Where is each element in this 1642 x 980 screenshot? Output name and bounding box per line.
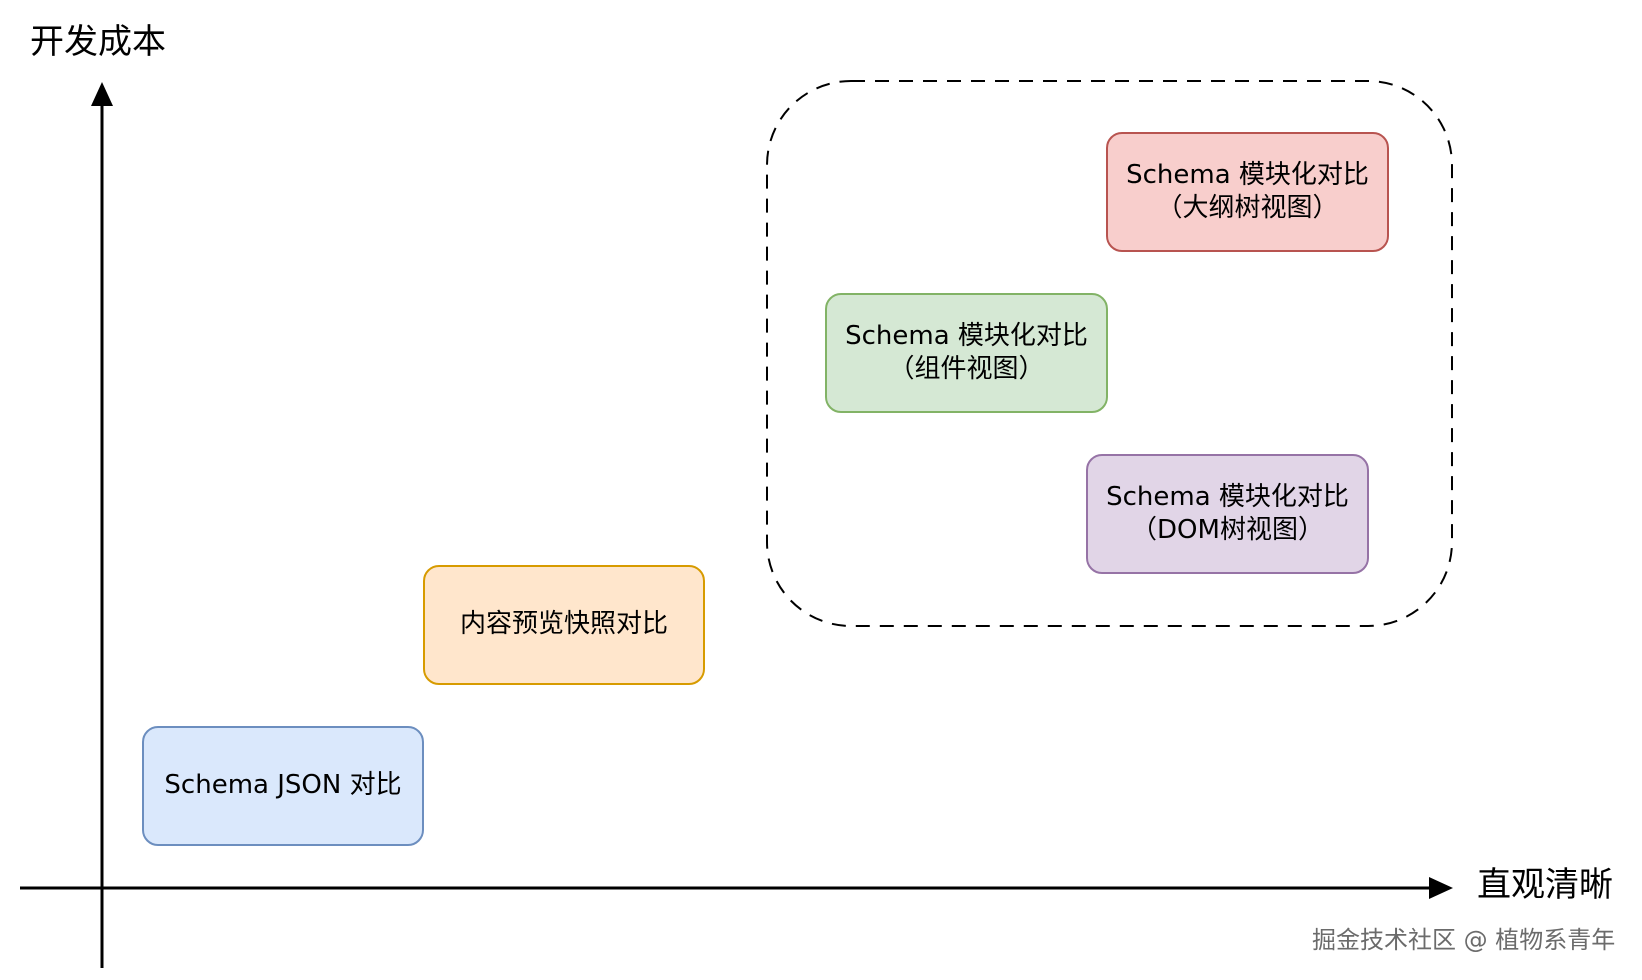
- node-label: Schema 模块化对比: [845, 320, 1088, 351]
- x-axis-arrowhead: [1429, 877, 1453, 899]
- y-axis-arrowhead: [91, 82, 113, 106]
- modular-group-container: [766, 80, 1453, 627]
- node-label: 内容预览快照对比: [459, 609, 668, 640]
- watermark-text: 掘金技术社区 @ 植物系青年: [1312, 926, 1616, 954]
- node-sublabel: （DOM树视图）: [1131, 515, 1324, 545]
- node-sublabel: （组件视图）: [888, 354, 1045, 384]
- y-axis-label: 开发成本: [30, 22, 166, 62]
- x-axis-label: 直观清晰: [1477, 865, 1613, 905]
- node-dom-tree-view-compare: Schema 模块化对比 （DOM树视图）: [1086, 454, 1369, 574]
- node-outline-tree-view-compare: Schema 模块化对比 （大纲树视图）: [1106, 132, 1389, 252]
- node-label: Schema JSON 对比: [164, 770, 402, 801]
- node-label: Schema 模块化对比: [1106, 481, 1349, 512]
- node-component-view-compare: Schema 模块化对比 （组件视图）: [825, 293, 1108, 413]
- node-sublabel: （大纲树视图）: [1156, 193, 1339, 223]
- node-label: Schema 模块化对比: [1126, 159, 1369, 190]
- node-schema-json-compare: Schema JSON 对比: [142, 726, 424, 846]
- node-content-snapshot-compare: 内容预览快照对比: [423, 565, 705, 685]
